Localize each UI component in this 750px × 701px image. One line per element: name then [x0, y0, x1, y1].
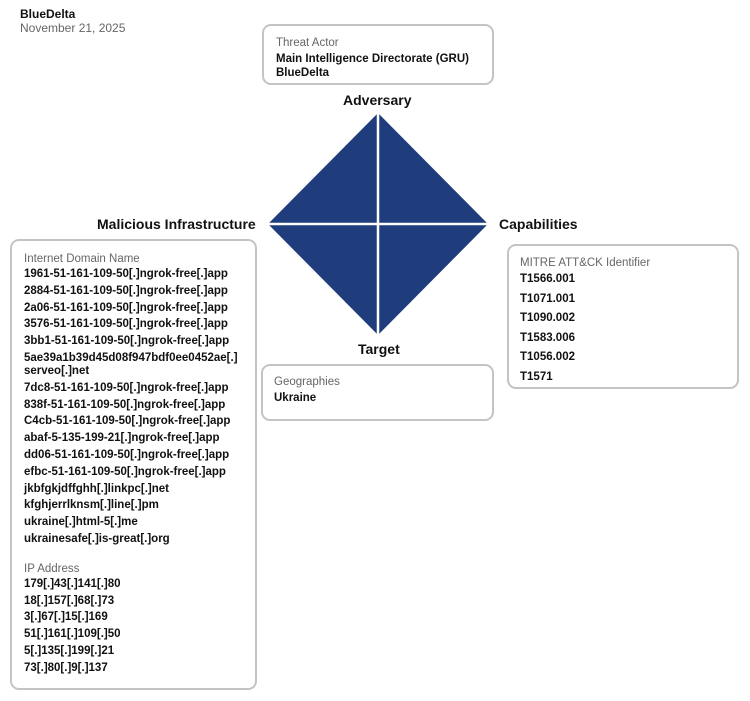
domain-item: ukrainesafe[.]is-great[.]org [24, 532, 170, 545]
technique-item: T1090.002 [520, 312, 575, 324]
technique-item: T1566.001 [520, 273, 575, 285]
domain-item: ukraine[.]html-5[.]me [24, 516, 138, 529]
diamond-model [268, 113, 488, 335]
adversary-value: BlueDelta [276, 67, 330, 79]
adversary-box: Threat Actor Main Intelligence Directora… [262, 24, 494, 85]
ip-item: 179[.]43[.]141[.]80 [24, 577, 121, 590]
domain-list: 1961-51-161-109-50[.]ngrok-free[.]app 288… [24, 268, 243, 546]
technique-item: T1056.002 [520, 351, 575, 363]
domain-item: 838f-51-161-109-50[.]ngrok-free[.]app [24, 398, 226, 411]
ip-label: IP Address [24, 562, 80, 575]
domain-item: kfghjerrlknsm[.]line[.]pm [24, 499, 159, 512]
domain-item: abaf-5-135-199-21[.]ngrok-free[.]app [24, 432, 220, 445]
technique-item: T1571 [520, 370, 553, 383]
target-label: Geographies [274, 376, 340, 388]
technique-item: T1583.006 [520, 331, 575, 344]
domain-item: 5ae39a1b39d45d08f947bdf0ee0452ae[.]serve… [24, 351, 238, 377]
adversary-value: Main Intelligence Directorate (GRU) [276, 53, 469, 65]
capabilities-corner-label: Capabilities [499, 216, 578, 232]
ip-item: 3[.]67[.]15[.]169 [24, 611, 108, 624]
infrastructure-box: Internet Domain Name 1961-51-161-109-50[… [10, 239, 257, 690]
domain-item: dd06-51-161-109-50[.]ngrok-free[.]app [24, 448, 230, 461]
ip-item: 18[.]157[.]68[.]73 [24, 594, 115, 607]
domain-label: Internet Domain Name [24, 253, 140, 265]
domain-item: 3576-51-161-109-50[.]ngrok-free[.]app [24, 318, 228, 331]
ip-item: 51[.]161[.]109[.]50 [24, 628, 121, 641]
adversary-corner-label: Adversary [343, 92, 412, 108]
target-box: Geographies Ukraine [261, 364, 494, 421]
domain-item: C4cb-51-161-109-50[.]ngrok-free[.]app [24, 415, 231, 428]
target-corner-label: Target [358, 341, 400, 357]
domain-item: 3bb1-51-161-109-50[.]ngrok-free[.]app [24, 335, 230, 348]
domain-item: 7dc8-51-161-109-50[.]ngrok-free[.]app [24, 381, 229, 394]
ip-item: 73[.]80[.]9[.]137 [24, 661, 108, 674]
domain-item: efbc-51-161-109-50[.]ngrok-free[.]app [24, 465, 226, 478]
technique-item: T1071.001 [520, 292, 575, 305]
ip-list: 179[.]43[.]141[.]80 18[.]157[.]68[.]73 3[.… [24, 578, 243, 675]
domain-item: 2a06-51-161-109-50[.]ngrok-free[.]app [24, 301, 228, 314]
report-title: BlueDelta [20, 7, 76, 21]
domain-item: 2884-51-161-109-50[.]ngrok-free[.]app [24, 284, 228, 297]
capabilities-label: MITRE ATT&CK Identifier [520, 257, 651, 269]
domain-item: jkbfgkjdffghh[.]linkpc[.]net [24, 482, 170, 495]
infrastructure-corner-label: Malicious Infrastructure [97, 216, 256, 232]
target-value: Ukraine [274, 392, 317, 404]
domain-item: 1961-51-161-109-50[.]ngrok-free[.]app [24, 268, 228, 280]
adversary-label: Threat Actor [276, 37, 339, 49]
ip-item: 5[.]135[.]199[.]21 [24, 644, 115, 657]
report-date: November 21, 2025 [20, 21, 126, 35]
